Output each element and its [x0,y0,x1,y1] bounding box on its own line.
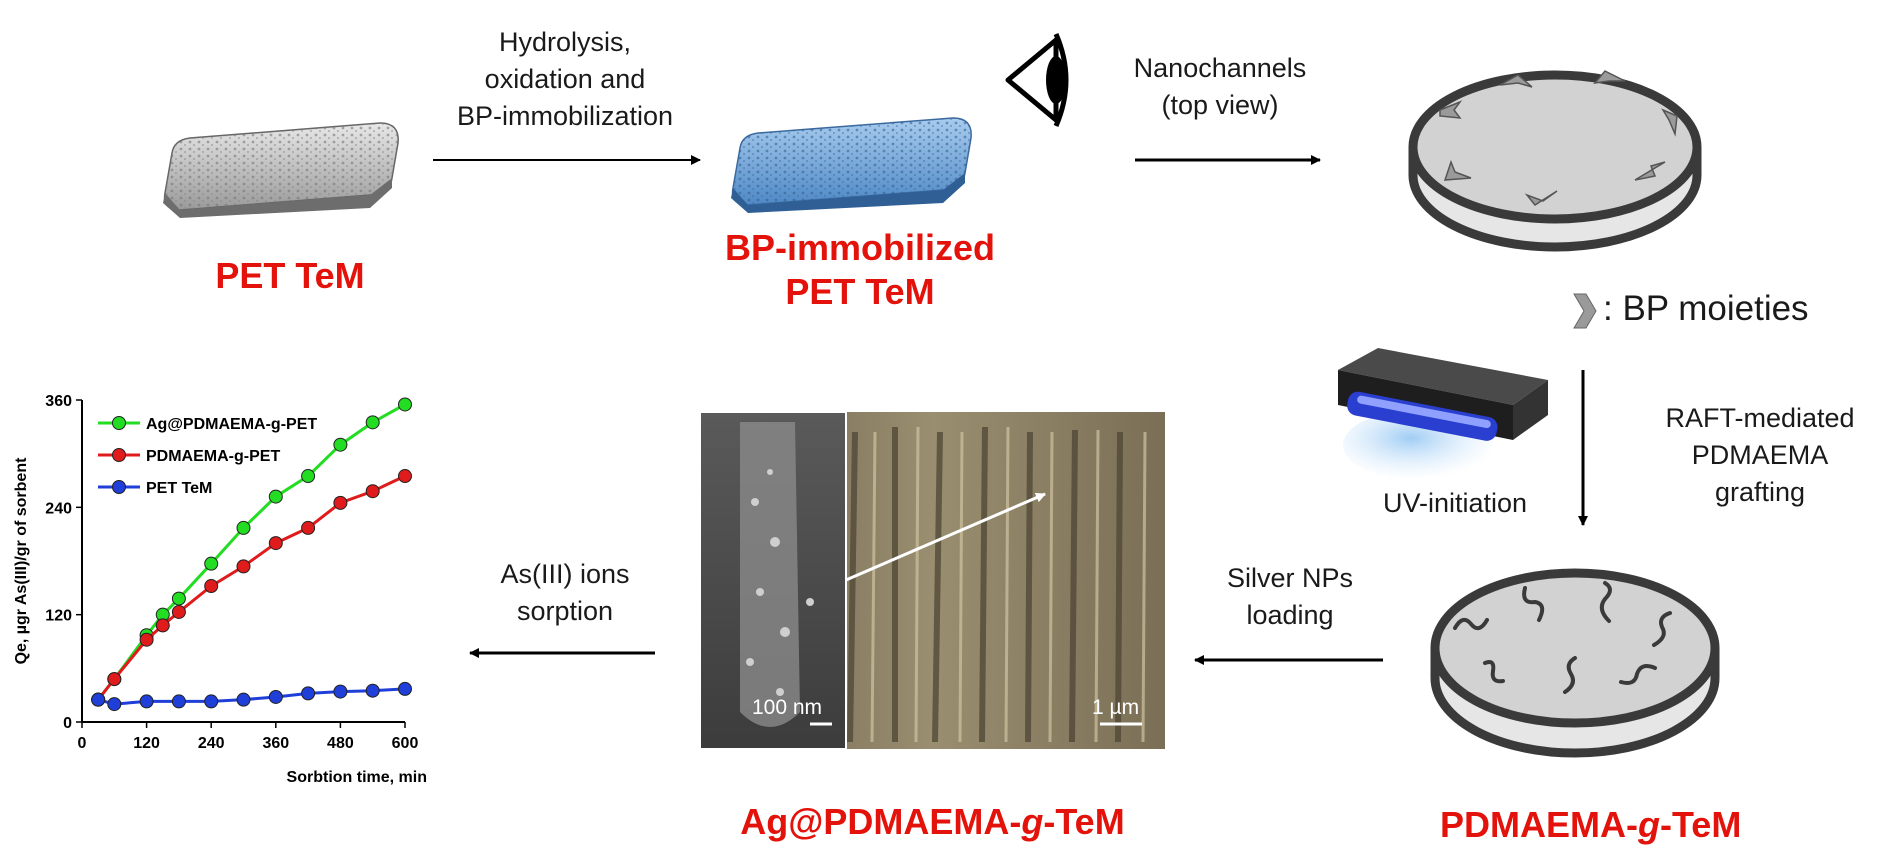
legend-label: PDMAEMA-g-PET [146,448,280,465]
data-point [107,672,122,687]
data-point [139,632,154,647]
sorption-line1: As(III) ions [500,559,630,589]
data-point [155,618,170,633]
data-point [171,604,186,619]
nanochannels-line2: (top view) [1161,90,1279,120]
sorption-line2: sorption [516,596,614,626]
raft-line2: PDMAEMA [1691,440,1829,470]
data-point [204,556,219,571]
silver-line1: Silver NPs [1226,563,1354,593]
sem-scale-left: 100 nm [752,696,822,719]
x-axis-label: Sorbtion time, min [287,769,427,786]
pet-tem-label: PET TeM [215,255,365,296]
data-point [107,697,122,712]
data-point [365,484,380,499]
raft-line1: RAFT-mediated [1665,403,1855,433]
nanochannels-step-text: Nanochannels (top view) [1110,50,1330,124]
y-axis-label: Qe, µgr As(III)/gr of sorbent [13,457,30,665]
data-point [365,683,380,698]
ag-pdmaema-label-pre: Ag@PDMAEMA- [740,801,1022,842]
data-point [268,489,283,504]
uv-lamp-icon [1338,348,1548,480]
data-point [301,520,316,535]
hydrolysis-step-text: Hydrolysis, oxidation and BP-immobilizat… [430,24,700,135]
data-point [398,469,412,484]
legend-label: PET TeM [146,480,212,497]
data-point [171,694,186,709]
ag-pdmaema-label: Ag@PDMAEMA-g-TeM [700,800,1165,844]
data-point [301,469,316,484]
silver-loading-text: Silver NPs loading [1190,560,1390,634]
ag-pdmaema-label-g: g [1021,801,1044,842]
legend-label: Ag@PDMAEMA-g-PET [146,416,317,433]
data-point [204,694,219,709]
y-tick-label: 120 [45,608,72,625]
data-point [333,684,348,699]
data-point [139,694,154,709]
uv-initiation-text: UV-initiation [1382,488,1528,518]
legend-marker [112,480,126,494]
pdmaema-label-g: g [1637,804,1660,845]
data-point [398,681,412,696]
silver-line2: loading [1246,600,1334,630]
pet-tem-membrane [163,122,399,218]
data-point [236,559,251,574]
grafted-disc [1430,568,1720,758]
data-point [333,437,348,452]
nanochannels-line1: Nanochannels [1133,53,1307,83]
x-tick-label: 600 [392,735,419,752]
bp-moiety-icon [1573,293,1597,329]
series-line [96,474,406,701]
bp-immobilized-label-line2: PET TeM [785,271,935,312]
data-point [204,579,219,594]
hydrolysis-line2: oxidation and [484,64,646,94]
legend-marker [112,416,126,430]
sorption-step-text: As(III) ions sorption [460,556,670,630]
data-point [301,686,316,701]
pdmaema-label-pre: PDMAEMA- [1440,804,1638,845]
bp-moieties-legend-text: : BP moieties [1603,289,1809,328]
bp-immobilized-label-line1: BP-immobilized [724,227,996,268]
data-point [236,692,251,707]
eye-icon [1005,33,1069,127]
y-tick-label: 0 [63,715,72,732]
x-tick-label: 0 [78,735,87,752]
y-tick-label: 360 [45,393,72,410]
bp-immobilized-membrane [731,117,972,213]
x-tick-label: 360 [262,735,289,752]
data-point [268,536,283,551]
data-point [398,397,412,412]
y-tick-label: 240 [45,500,72,517]
x-tick-label: 120 [133,735,160,752]
hydrolysis-line1: Hydrolysis, [498,27,632,57]
data-point [268,689,283,704]
raft-step-text: RAFT-mediated PDMAEMA grafting [1650,400,1870,511]
data-point [333,495,348,510]
data-point [365,415,380,430]
raft-line3: grafting [1714,477,1806,507]
ag-pdmaema-label-post: -TeM [1043,801,1125,842]
bp-immobilized-label: BP-immobilized PET TeM [670,226,1050,314]
data-point [236,520,251,535]
data-point [171,591,186,606]
pdmaema-label: PDMAEMA-g-TeM [1440,803,1742,847]
legend-marker [112,448,126,462]
data-point [91,692,106,707]
sem-scale-right: 1 µm [1092,696,1139,719]
top-view-disc [1408,70,1702,252]
sem-images: 100 nm 1 µm [700,412,1165,749]
hydrolysis-line3: BP-immobilization [456,101,674,131]
pdmaema-label-post: -TeM [1659,804,1742,845]
x-tick-label: 480 [327,735,354,752]
x-tick-label: 240 [198,735,225,752]
